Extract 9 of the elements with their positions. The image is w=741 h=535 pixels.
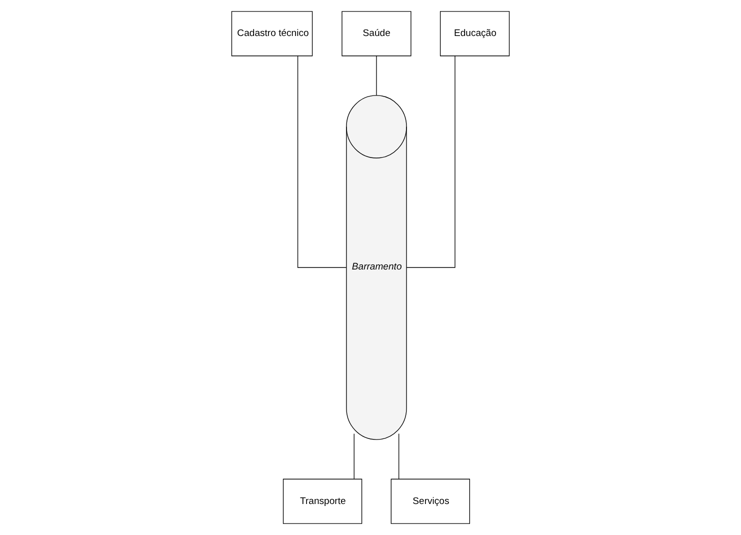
node-box: Educação <box>440 11 510 56</box>
connector <box>297 56 347 268</box>
node-box: Cadastro técnico <box>231 11 313 56</box>
node-box: Saúde <box>342 11 412 56</box>
connector <box>376 56 377 96</box>
connector <box>398 433 400 480</box>
node-box: Serviços <box>390 478 470 524</box>
connector <box>406 56 456 268</box>
node-box: Transporte <box>282 478 362 524</box>
